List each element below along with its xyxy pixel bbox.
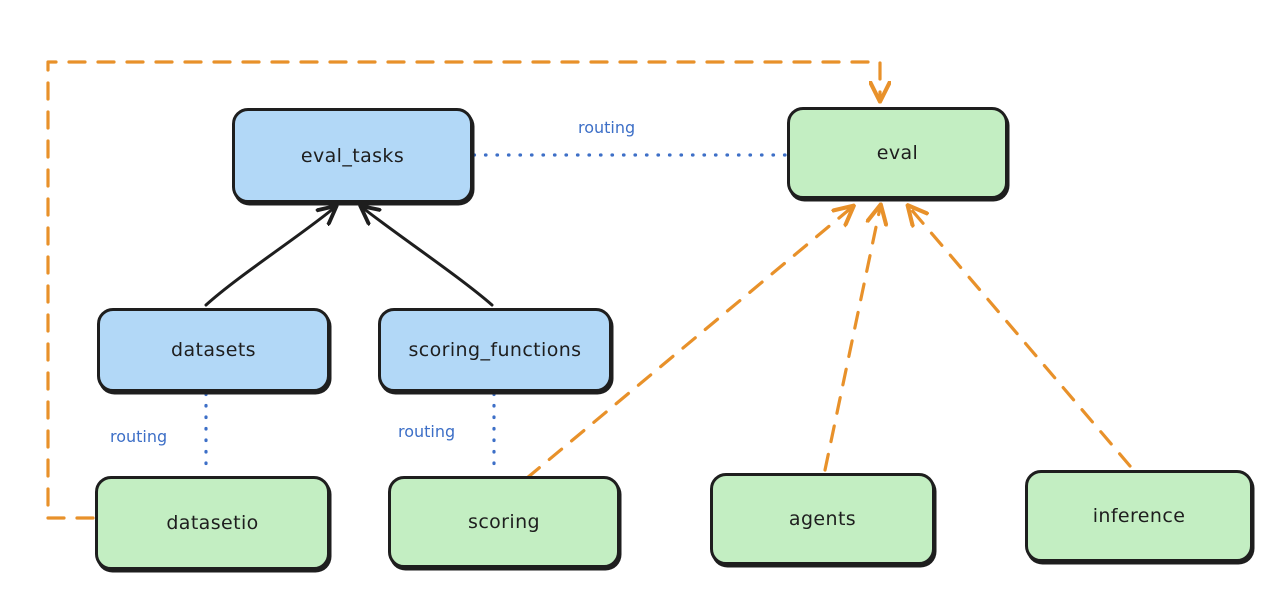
edge-label-routing-eval: routing xyxy=(578,118,636,137)
node-label-agents: agents xyxy=(788,508,857,530)
node-label-eval: eval xyxy=(876,142,919,164)
edge-scoring-functions-to-eval-tasks xyxy=(363,208,494,307)
node-datasets[interactable]: datasets xyxy=(97,308,330,392)
edge-inference-to-eval xyxy=(910,208,1132,468)
node-label-scoring-functions: scoring_functions xyxy=(408,339,582,361)
node-label-datasetio: datasetio xyxy=(166,512,259,534)
node-label-scoring: scoring xyxy=(468,511,540,533)
node-label-datasets: datasets xyxy=(171,339,256,361)
node-datasetio[interactable]: datasetio xyxy=(95,476,330,570)
node-label-eval-tasks: eval_tasks xyxy=(300,144,405,167)
edge-agents-to-eval xyxy=(823,208,880,472)
node-eval[interactable]: eval xyxy=(787,107,1008,199)
edge-label-routing-datasets: routing xyxy=(110,427,168,446)
node-eval-tasks[interactable]: eval_tasks xyxy=(232,108,473,203)
node-label-inference: inference xyxy=(1092,505,1186,527)
node-scoring-functions[interactable]: scoring_functions xyxy=(378,308,612,392)
node-inference[interactable]: inference xyxy=(1025,470,1253,562)
edge-label-routing-scoring: routing xyxy=(398,422,456,441)
edge-datasets-to-eval-tasks xyxy=(204,208,334,307)
node-scoring[interactable]: scoring xyxy=(388,476,620,568)
node-agents[interactable]: agents xyxy=(710,473,935,565)
